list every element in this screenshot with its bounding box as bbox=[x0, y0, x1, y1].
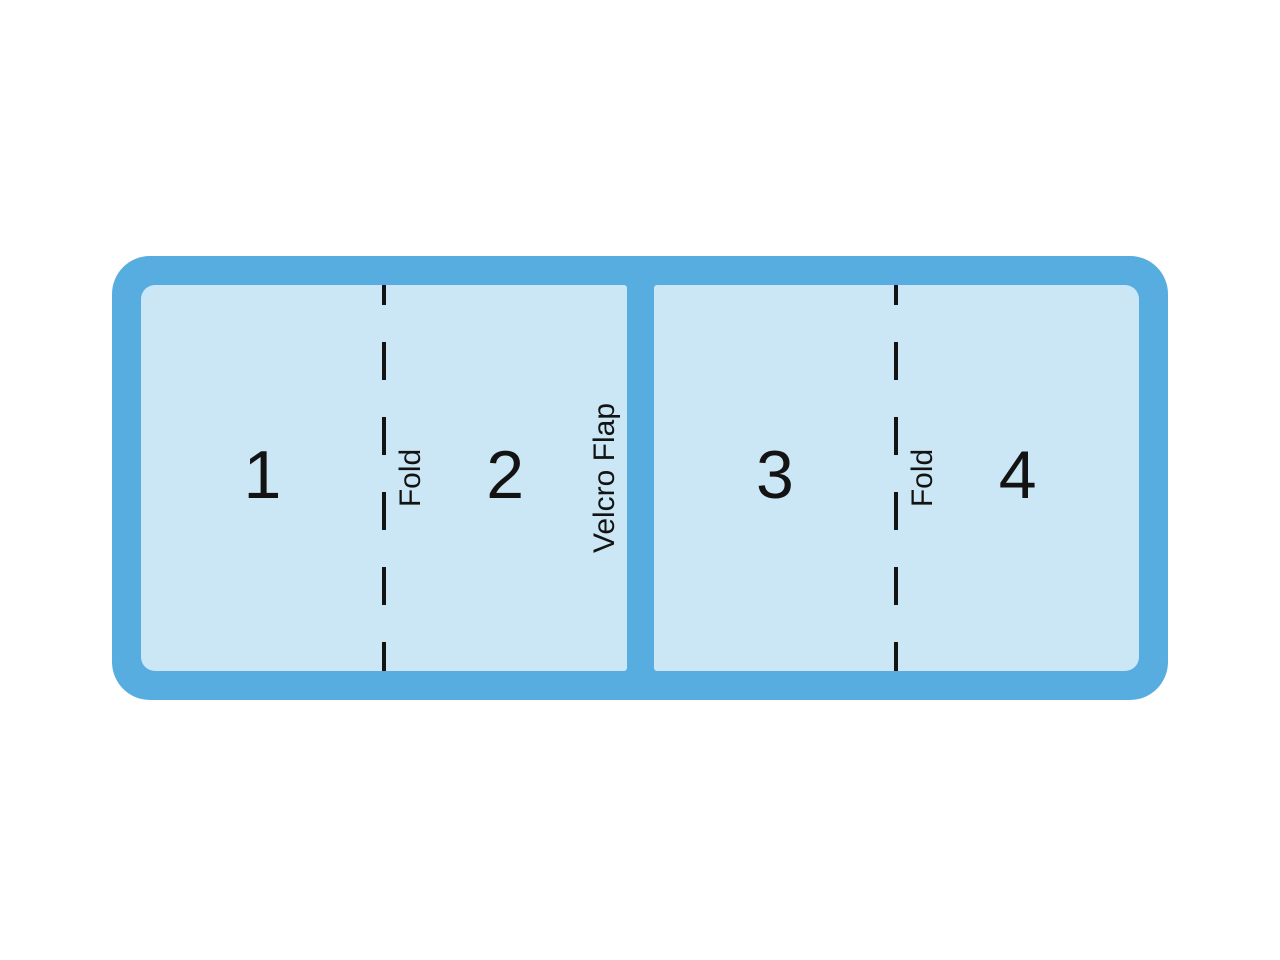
wallet-outline-frame: 1 2 Fold Velcro Flap 3 4 Fold bbox=[112, 256, 1168, 700]
fold-label-right: Fold bbox=[906, 448, 940, 508]
panel-number-4: 4 bbox=[998, 437, 1037, 513]
wallet-section-left: 1 2 Fold Velcro Flap bbox=[141, 285, 627, 671]
wallet-section-right: 3 4 Fold bbox=[653, 285, 1139, 671]
panel-number-1: 1 bbox=[243, 437, 282, 513]
fold-label-left: Fold bbox=[393, 448, 427, 508]
fold-dashed-line-right bbox=[894, 285, 899, 671]
velcro-flap-label: Velcro Flap bbox=[587, 402, 621, 554]
panel-number-3: 3 bbox=[755, 437, 794, 513]
panel-number-2: 2 bbox=[486, 437, 525, 513]
fold-dashed-line-left bbox=[381, 285, 386, 671]
